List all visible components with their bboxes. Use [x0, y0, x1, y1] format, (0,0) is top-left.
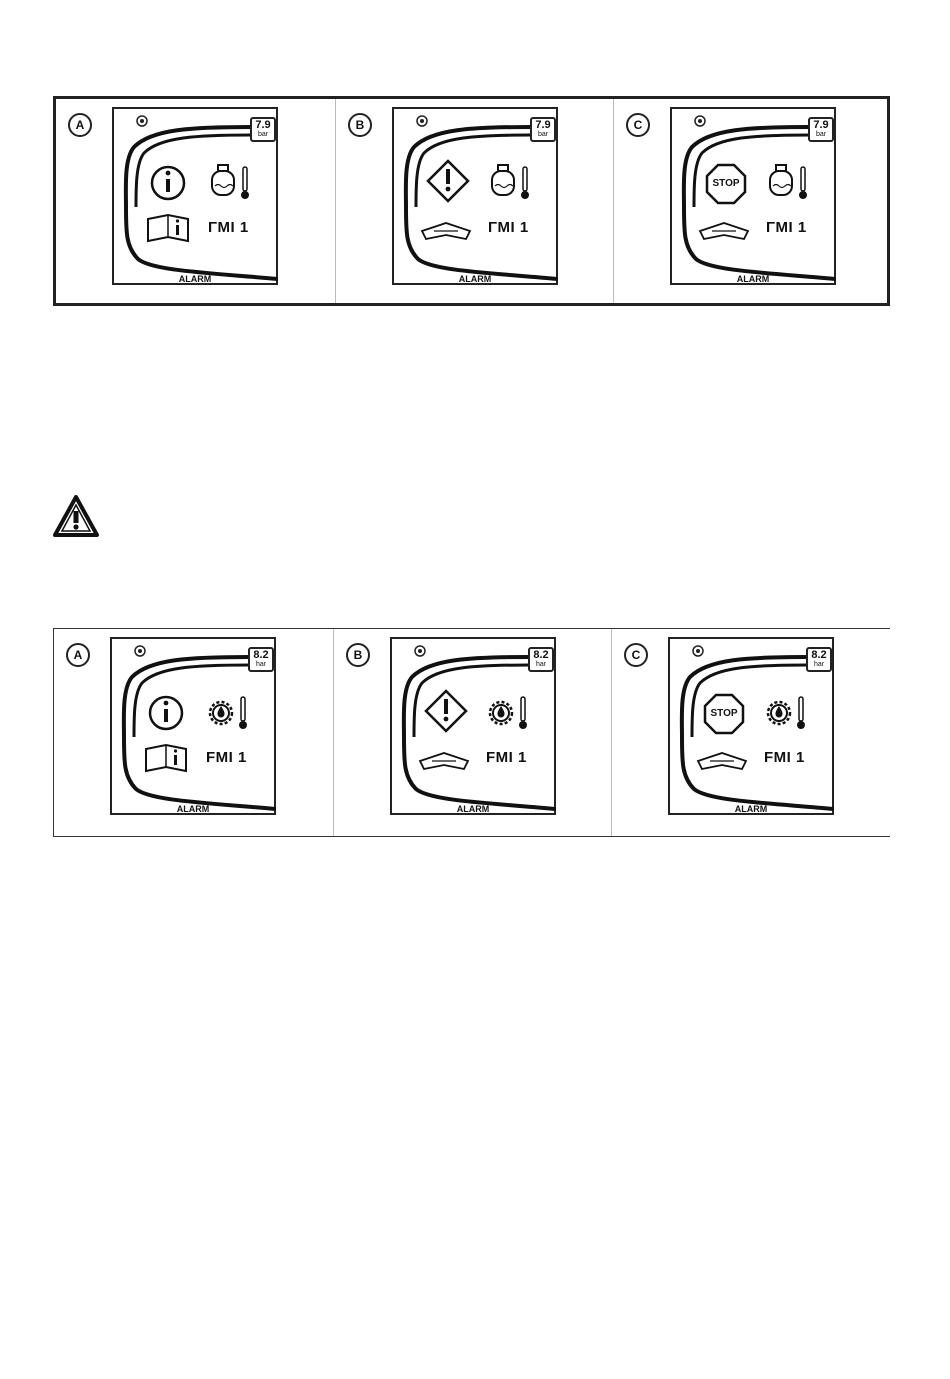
alarm-label: ALARM	[392, 274, 558, 284]
coolant-tank-icon	[770, 165, 792, 195]
warning-diamond-icon	[426, 691, 466, 731]
oil-gear-icon	[768, 702, 790, 724]
panel-label: B	[346, 643, 370, 667]
engine-link-icon	[695, 116, 705, 126]
engine-link-icon	[417, 116, 427, 126]
manual-book-icon	[146, 745, 186, 771]
fault-code: FMI 1	[764, 749, 805, 766]
stop-text: STOP	[705, 708, 743, 719]
thermometer-icon	[239, 697, 247, 729]
oil-gear-icon	[490, 702, 512, 724]
info-icon	[152, 167, 184, 199]
engine-link-icon	[135, 646, 145, 656]
manual-book-icon	[420, 753, 468, 769]
thermometer-icon	[799, 167, 807, 199]
thermometer-icon	[797, 697, 805, 729]
thermometer-icon	[521, 167, 529, 199]
alarm-label: ALARM	[670, 274, 836, 284]
engine-link-icon	[693, 646, 703, 656]
alarm-label: ALARM	[112, 274, 278, 284]
manual-book-icon	[698, 753, 746, 769]
engine-link-icon	[415, 646, 425, 656]
panel-label: A	[68, 113, 92, 137]
oil-gear-icon	[210, 702, 232, 724]
stop-text: STOP	[707, 178, 745, 189]
fault-code: ΓMI 1	[766, 219, 807, 236]
alarm-label: ALARM	[668, 804, 834, 814]
thermometer-icon	[241, 167, 249, 199]
engine-link-icon	[137, 116, 147, 126]
panel-label: B	[348, 113, 372, 137]
warning-triangle-icon	[52, 494, 100, 538]
info-icon	[150, 697, 182, 729]
warning-diamond-icon	[428, 161, 468, 201]
fault-code: ΓMI 1	[208, 219, 249, 236]
manual-book-icon	[422, 223, 470, 239]
fault-code: FMI 1	[206, 749, 247, 766]
fault-code: ΓMI 1	[488, 219, 529, 236]
alarm-label: ALARM	[390, 804, 556, 814]
manual-book-icon	[148, 215, 188, 241]
coolant-tank-icon	[212, 165, 234, 195]
manual-book-icon	[700, 223, 748, 239]
panel-label: C	[624, 643, 648, 667]
thermometer-icon	[519, 697, 527, 729]
coolant-tank-icon	[492, 165, 514, 195]
panel-label: C	[626, 113, 650, 137]
alarm-label: ALARM	[110, 804, 276, 814]
fault-code: FMI 1	[486, 749, 527, 766]
panel-label: A	[66, 643, 90, 667]
